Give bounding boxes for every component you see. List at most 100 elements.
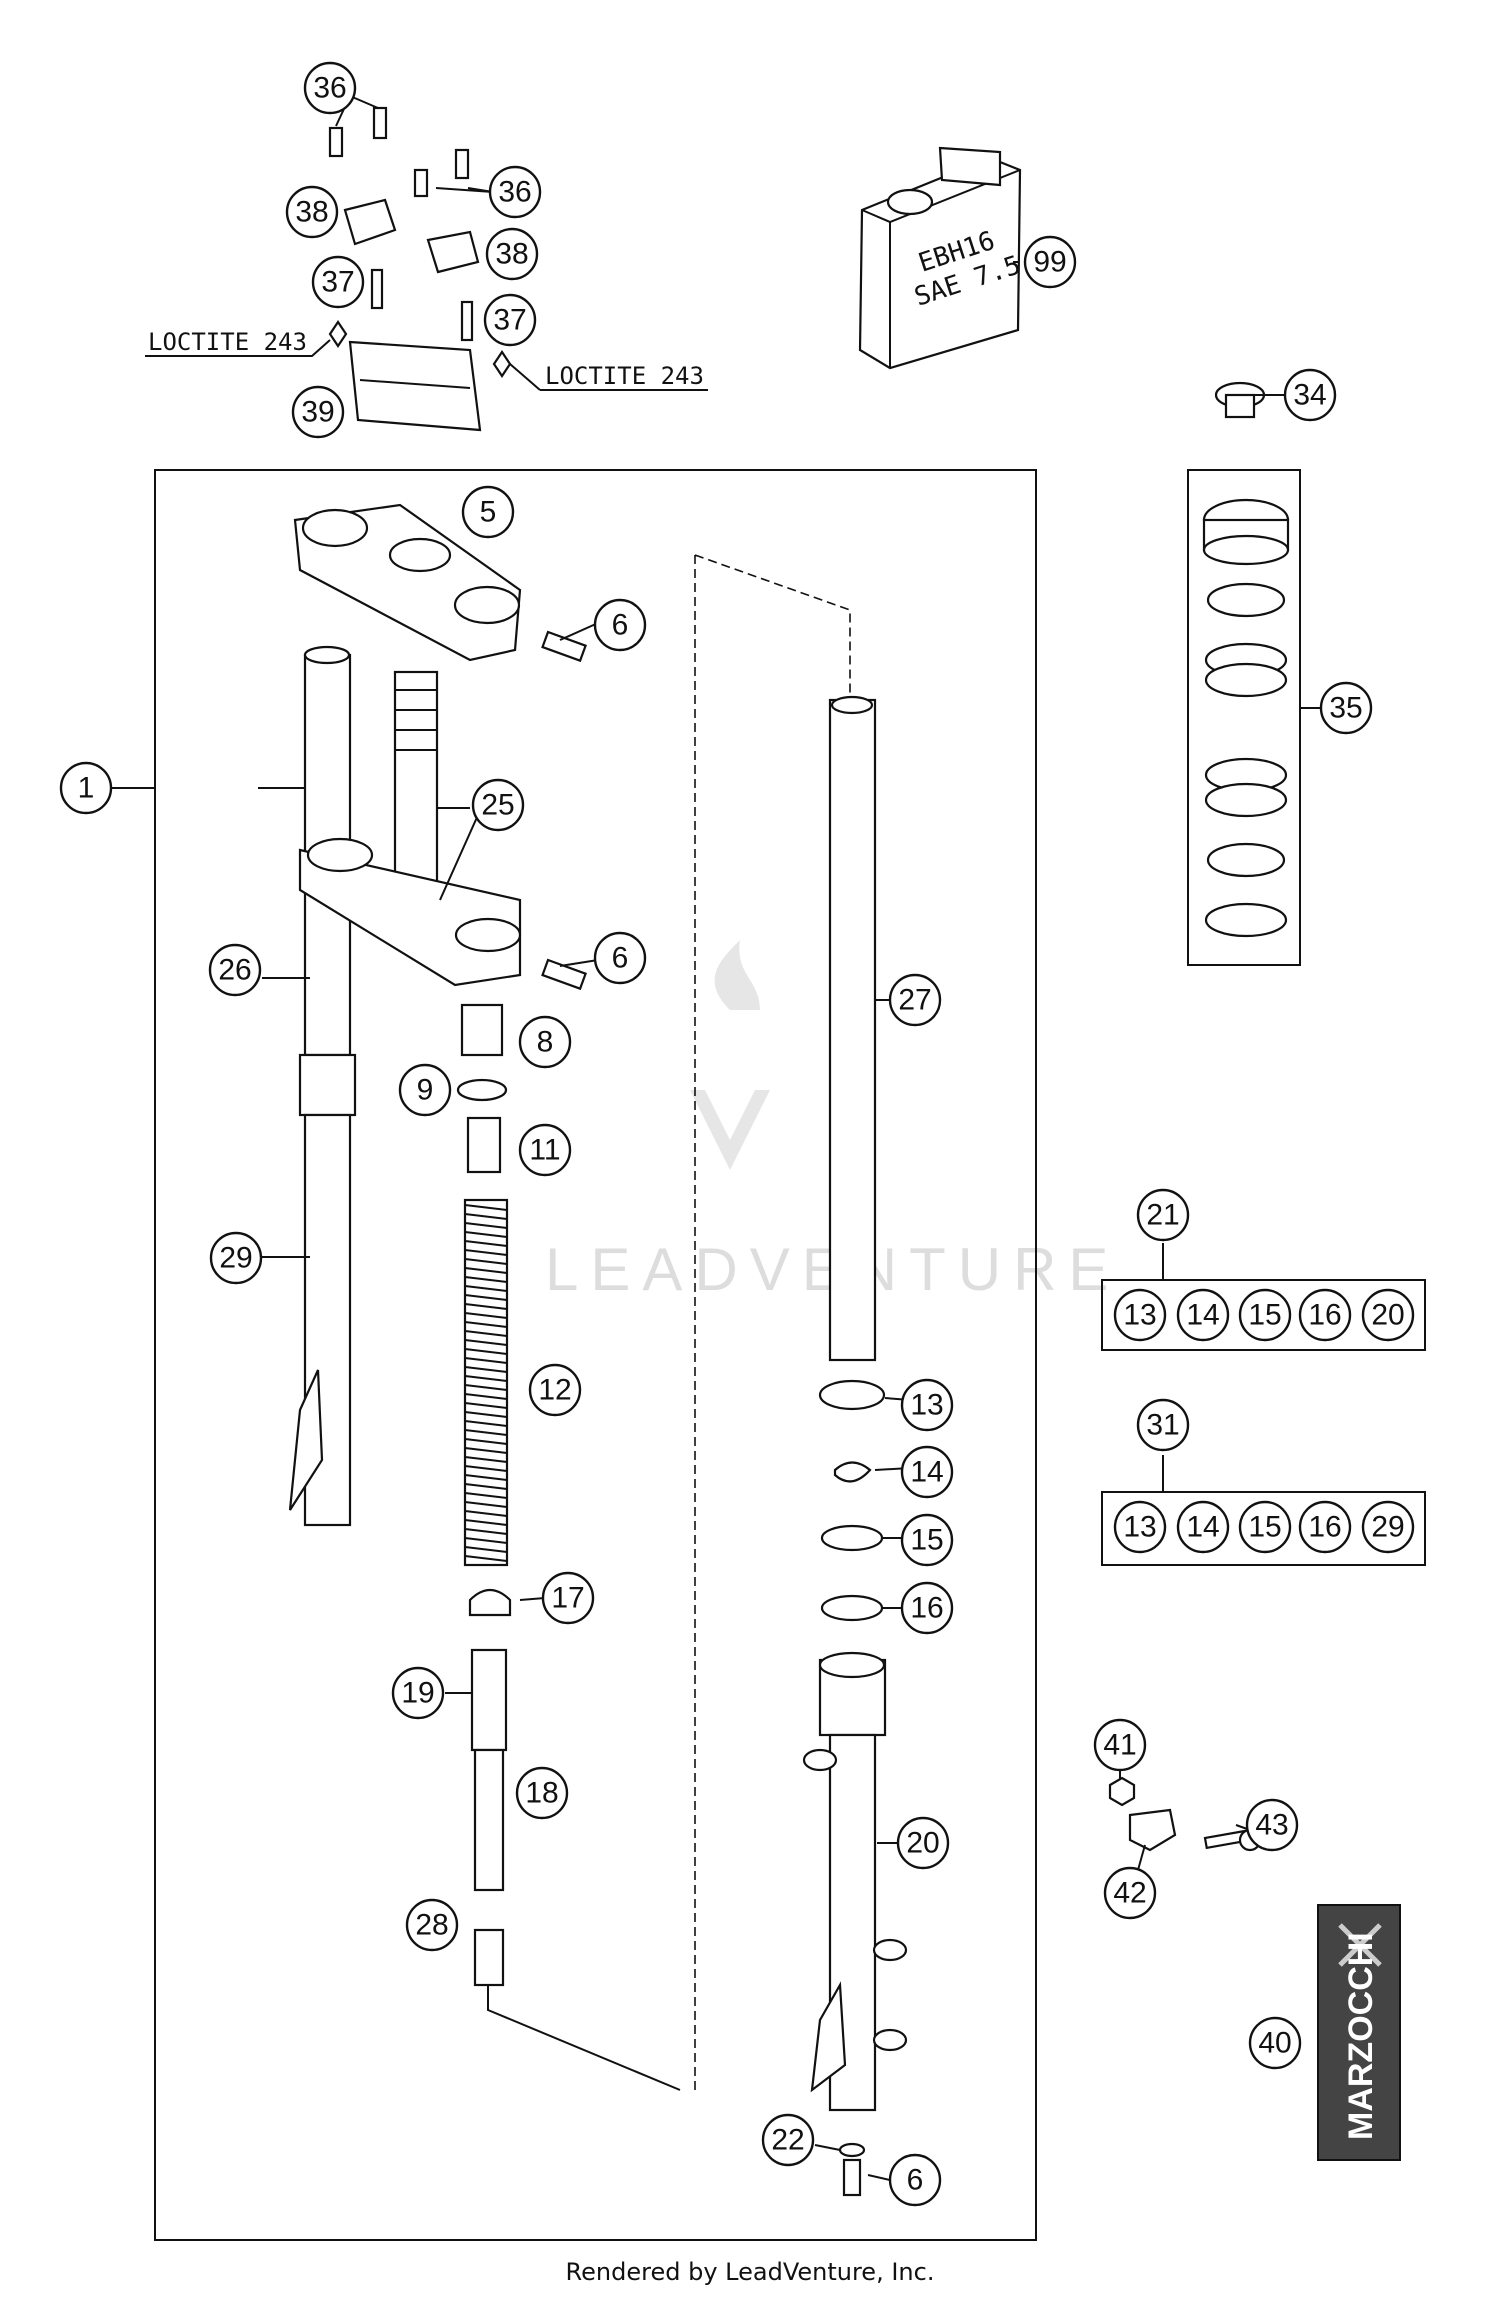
callout-9: 9 xyxy=(398,1063,452,1117)
kit-21-item-20: 20 xyxy=(1361,1288,1415,1342)
steering-nut-34 xyxy=(1214,381,1266,419)
callout-38-right: 38 xyxy=(485,227,539,281)
callout-25-label: 25 xyxy=(481,789,514,822)
callout-21: 21 xyxy=(1136,1188,1190,1242)
fork-internals xyxy=(445,1003,681,2091)
callout-27: 27 xyxy=(888,973,942,1027)
callout-35: 35 xyxy=(1319,681,1373,735)
footer-credit: Rendered by LeadVenture, Inc. xyxy=(565,2258,935,2286)
brand-decal-text: MARZOCCHI xyxy=(1342,1932,1380,2140)
kit-31-item-13-label: 13 xyxy=(1123,1511,1156,1544)
callout-20-label: 20 xyxy=(906,1827,939,1860)
callout-37-left-label: 37 xyxy=(321,266,354,299)
callout-12: 12 xyxy=(528,1363,582,1417)
bolt-36 xyxy=(328,95,494,198)
fork-assembly-frame xyxy=(108,469,1037,2241)
kit-21-item-14: 14 xyxy=(1176,1288,1230,1342)
callout-39-label: 39 xyxy=(301,396,334,429)
callout-18: 18 xyxy=(515,1766,569,1820)
callout-37-right-label: 37 xyxy=(493,304,526,337)
callout-36-upper-label: 36 xyxy=(313,72,346,105)
callout-38-left-label: 38 xyxy=(295,196,328,229)
callout-28-label: 28 xyxy=(415,1909,448,1942)
callout-41-label: 41 xyxy=(1103,1729,1136,1762)
callout-8-label: 8 xyxy=(537,1026,554,1059)
callout-8: 8 xyxy=(518,1015,572,1069)
kit-21-item-16-label: 16 xyxy=(1308,1299,1341,1332)
callout-34: 34 xyxy=(1283,368,1337,422)
loctite-note-left: LOCTITE 243 xyxy=(148,328,307,356)
callout-6-lower-label: 6 xyxy=(907,2164,924,2197)
callout-37-left: 37 xyxy=(311,255,365,309)
callout-31: 31 xyxy=(1136,1398,1190,1452)
callout-18-label: 18 xyxy=(525,1777,558,1810)
callout-41: 41 xyxy=(1093,1718,1147,1772)
callout-19-label: 19 xyxy=(401,1677,434,1710)
spring-12 xyxy=(463,1198,509,1567)
callout-15-label: 15 xyxy=(910,1524,943,1557)
watermark: LEADVENTURE xyxy=(545,940,1108,1303)
kit-box-21 xyxy=(1101,1243,1426,1351)
kit-box-31 xyxy=(1101,1455,1426,1566)
callout-26-label: 26 xyxy=(218,954,251,987)
callout-38-right-label: 38 xyxy=(495,238,528,271)
kit-21-item-15: 15 xyxy=(1238,1288,1292,1342)
callout-39: 39 xyxy=(291,385,345,439)
callout-19: 19 xyxy=(391,1666,445,1720)
callout-34-label: 34 xyxy=(1293,379,1326,412)
callout-40: 40 xyxy=(1248,2016,1302,2070)
callout-6-middle-label: 6 xyxy=(612,942,629,975)
kit-31-item-16: 16 xyxy=(1298,1500,1352,1554)
callout-11: 11 xyxy=(518,1123,572,1177)
steering-bearing-group xyxy=(1187,381,1322,966)
kit-31-item-29: 29 xyxy=(1361,1500,1415,1554)
callout-36-lower: 36 xyxy=(488,165,542,219)
callout-6-lower: 6 xyxy=(888,2153,942,2207)
callout-42-label: 42 xyxy=(1113,1877,1146,1910)
clamp-base-39 xyxy=(348,340,482,432)
callout-17-label: 17 xyxy=(551,1582,584,1615)
callout-6-middle: 6 xyxy=(593,931,647,985)
kit-21-item-13: 13 xyxy=(1113,1288,1167,1342)
fork-oil-can: EBH16 SAE 7.5 xyxy=(858,146,1024,370)
callout-9-label: 9 xyxy=(417,1074,434,1107)
brand-decal-40: MARZOCCHI xyxy=(1317,1904,1401,2161)
kit-31-item-15-label: 15 xyxy=(1248,1511,1281,1544)
callout-99-label: 99 xyxy=(1033,246,1066,279)
handlebar-clamp-group: LOCTITE 243 LOCTITE 243 xyxy=(145,95,708,432)
kit-31-item-13: 13 xyxy=(1113,1500,1167,1554)
callout-42: 42 xyxy=(1103,1866,1157,1920)
callout-36-lower-label: 36 xyxy=(498,176,531,209)
callout-31-label: 31 xyxy=(1146,1409,1179,1442)
callouts: 36 36 38 38 37 37 39 99 34 35 5 6 6 6 1 … xyxy=(59,61,1415,2207)
callout-20: 20 xyxy=(896,1816,950,1870)
loctite-note-right: LOCTITE 243 xyxy=(545,362,704,390)
callout-12-label: 12 xyxy=(538,1374,571,1407)
callout-14: 14 xyxy=(900,1445,954,1499)
callout-29-label: 29 xyxy=(219,1242,252,1275)
kit-31-item-16-label: 16 xyxy=(1308,1511,1341,1544)
callout-11-label: 11 xyxy=(529,1134,560,1167)
callout-13-label: 13 xyxy=(910,1389,943,1422)
kit-21-item-13-label: 13 xyxy=(1123,1299,1156,1332)
callout-1: 1 xyxy=(59,761,113,815)
kit-21-item-20-label: 20 xyxy=(1371,1299,1404,1332)
callout-43-label: 43 xyxy=(1255,1809,1288,1842)
kit-21-item-16: 16 xyxy=(1298,1288,1352,1342)
fork-leg-assembled xyxy=(258,645,357,1527)
callout-5-label: 5 xyxy=(480,496,497,529)
kit-31-item-15: 15 xyxy=(1238,1500,1292,1554)
callout-26: 26 xyxy=(208,943,262,997)
callout-17: 17 xyxy=(541,1571,595,1625)
callout-27-label: 27 xyxy=(898,984,931,1017)
clamp-hardware xyxy=(1108,1776,1262,1852)
clamp-38 xyxy=(343,198,480,274)
callout-6-upper: 6 xyxy=(593,598,647,652)
fork-leg-exploded xyxy=(694,554,908,2197)
kit-21-item-15-label: 15 xyxy=(1248,1299,1281,1332)
kit-31-item-14-label: 14 xyxy=(1186,1511,1219,1544)
callout-36-upper: 36 xyxy=(303,61,357,115)
callout-99: 99 xyxy=(1023,235,1077,289)
callout-38-left: 38 xyxy=(285,185,339,239)
